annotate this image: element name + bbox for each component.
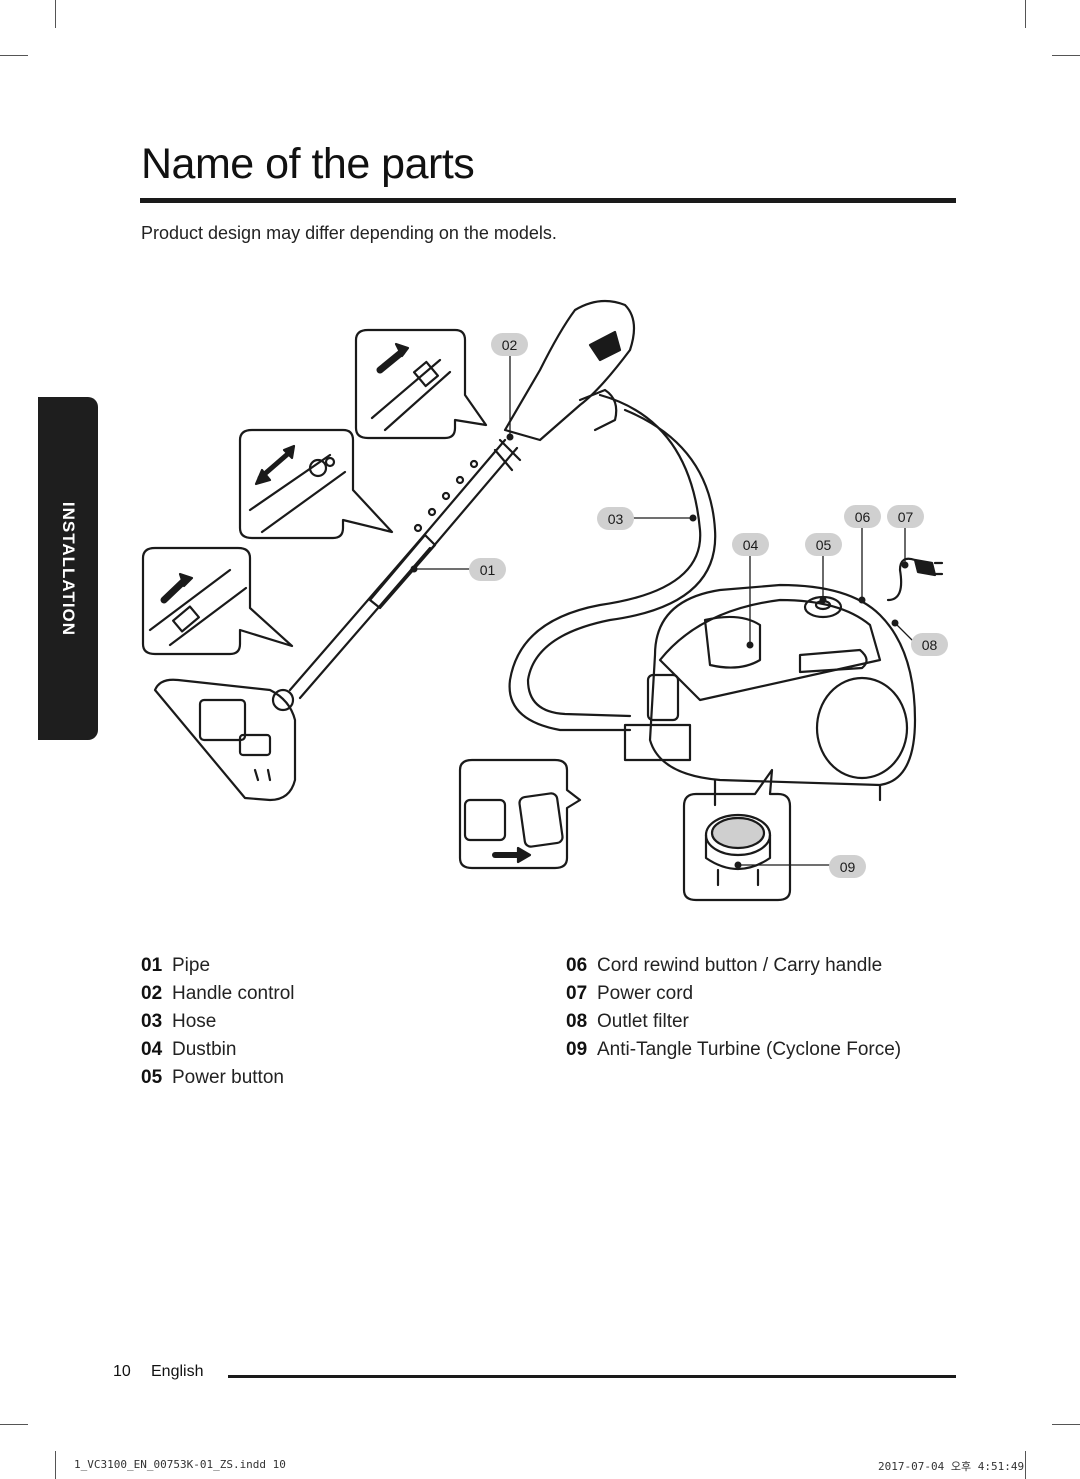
part-number: 04	[141, 1039, 163, 1060]
list-item: 09 Anti-Tangle Turbine (Cyclone Force)	[566, 1036, 901, 1064]
list-item: 08 Outlet filter	[566, 1008, 901, 1036]
callout-08-label: 08	[922, 637, 938, 653]
list-item: 06 Cord rewind button / Carry handle	[566, 952, 901, 980]
part-number: 06	[566, 955, 588, 976]
page-subtitle: Product design may differ depending on t…	[141, 223, 557, 243]
part-number: 07	[566, 983, 588, 1004]
crop-mark	[1052, 1424, 1080, 1425]
list-item: 04 Dustbin	[141, 1036, 295, 1064]
callout-badge	[469, 558, 506, 581]
crop-mark	[55, 1451, 56, 1479]
detail-nozzle-pedal	[141, 546, 294, 656]
callout-03-label: 03	[608, 511, 624, 527]
part-number: 05	[141, 1067, 163, 1088]
part-name: Anti-Tangle Turbine (Cyclone Force)	[597, 1039, 902, 1060]
footer-language: English	[151, 1363, 204, 1380]
detail-turbine-filter	[682, 768, 792, 902]
list-item: 05 Power button	[141, 1064, 295, 1092]
crop-mark	[1025, 1451, 1026, 1479]
crop-mark	[0, 55, 28, 56]
part-number: 03	[141, 1011, 163, 1032]
list-item: 03 Hose	[141, 1008, 295, 1036]
detail-pipe-length	[238, 428, 394, 540]
part-name: Power cord	[597, 983, 694, 1004]
crop-mark	[1025, 0, 1026, 28]
callout-badge	[597, 507, 634, 530]
part-number: 09	[566, 1039, 588, 1060]
part-name: Pipe	[172, 955, 211, 976]
title-divider	[140, 198, 956, 203]
callout-badge	[829, 855, 866, 878]
callout-05-label: 05	[816, 537, 832, 553]
callout-09-label: 09	[840, 859, 856, 875]
part-name: Cord rewind button / Carry handle	[597, 955, 883, 976]
part-name: Outlet filter	[597, 1011, 689, 1032]
page-title: Name of the parts	[141, 140, 475, 188]
detail-handle-control	[354, 328, 488, 440]
callout-badge	[911, 633, 948, 656]
print-file-slug: 1_VC3100_EN_00753K-01_ZS.indd 10	[74, 1458, 286, 1471]
callout-badge	[887, 505, 924, 528]
list-item: 02 Handle control	[141, 980, 295, 1008]
part-number: 08	[566, 1011, 588, 1032]
pipe-wand	[288, 438, 522, 700]
canister-body	[623, 557, 944, 807]
section-side-tab: INSTALLATION	[38, 397, 98, 740]
callout-04-label: 04	[743, 537, 759, 553]
part-number: 01	[141, 955, 163, 976]
callout-06-label: 06	[855, 509, 871, 525]
callout-07-label: 07	[898, 509, 914, 525]
callout-badge	[805, 533, 842, 556]
part-name: Handle control	[172, 983, 295, 1004]
callout-02-label: 02	[502, 337, 518, 353]
print-timestamp: 2017-07-04 오후 4:51:49	[878, 1460, 1025, 1473]
part-number: 02	[141, 983, 163, 1004]
part-name: Hose	[172, 1011, 217, 1032]
crop-mark	[1052, 55, 1080, 56]
part-name: Dustbin	[172, 1039, 237, 1060]
detail-filter-attach	[458, 758, 582, 870]
callout-badge	[491, 333, 528, 356]
handle	[503, 299, 636, 442]
callout-badge	[732, 533, 769, 556]
crop-mark	[0, 1424, 28, 1425]
list-item: 07 Power cord	[566, 980, 901, 1008]
callout-01-label: 01	[480, 562, 496, 578]
footer-divider	[228, 1375, 956, 1378]
hose	[508, 393, 717, 732]
crop-mark	[55, 0, 56, 28]
floor-nozzle	[153, 678, 297, 802]
page-number: 10	[113, 1363, 131, 1380]
parts-list-left: 01 Pipe 02 Handle control 03 Hose 04 Dus…	[141, 952, 295, 1092]
part-name: Power button	[172, 1067, 284, 1088]
list-item: 01 Pipe	[141, 952, 295, 980]
parts-list-right: 06 Cord rewind button / Carry handle 07 …	[566, 952, 901, 1064]
callout-badge	[844, 505, 881, 528]
